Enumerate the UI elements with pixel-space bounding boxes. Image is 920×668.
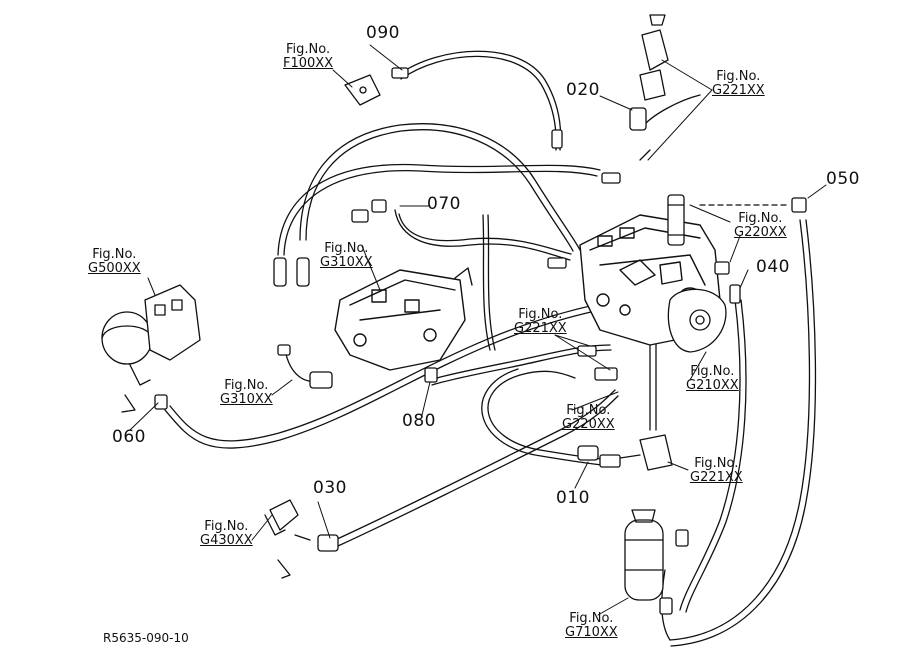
fig-ref-g310-upper: Fig.No. G310XX [320, 242, 373, 270]
fig-ref-prefix: Fig.No. [690, 364, 735, 379]
fig-ref-code: F100XX [283, 56, 334, 71]
hose-030 [334, 389, 619, 547]
fig-ref-f100: Fig.No. F100XX [283, 43, 333, 71]
fig-ref-code: G310XX [320, 255, 373, 270]
part-label-030: 030 [313, 478, 347, 498]
part-label-090: 090 [366, 23, 400, 43]
hose-060 [164, 303, 601, 449]
fig-ref-g310-lower: Fig.No. G310XX [220, 379, 273, 407]
fig-ref-code: G210XX [686, 378, 739, 393]
fig-ref-code: G221XX [712, 83, 765, 98]
fig-ref-prefix: Fig.No. [92, 247, 137, 262]
fig-ref-prefix: Fig.No. [518, 307, 563, 322]
accumulator-g500 [101, 284, 201, 413]
cylinder-g220 [667, 194, 685, 246]
bracket-f100 [344, 74, 381, 106]
valve-g310-body [334, 267, 473, 371]
part-label-020: 020 [566, 80, 600, 100]
fig-ref-code: G500XX [88, 261, 141, 276]
part-label-080: 080 [402, 411, 436, 431]
fig-ref-code: G220XX [562, 417, 615, 432]
hose-long-upper [299, 123, 581, 252]
fig-ref-code: G310XX [220, 392, 273, 407]
fig-ref-prefix: Fig.No. [566, 403, 611, 418]
fig-ref-prefix: Fig.No. [716, 69, 761, 84]
pump-g210 [667, 288, 727, 353]
part-label-040: 040 [756, 257, 790, 277]
fig-ref-code: G221XX [514, 321, 567, 336]
fitting-g221-low [619, 434, 673, 471]
hose-090 [397, 50, 562, 151]
fig-ref-code: G220XX [734, 225, 787, 240]
fig-ref-prefix: Fig.No. [694, 456, 739, 471]
fig-ref-code: G430XX [200, 533, 253, 548]
hose-050 [669, 204, 817, 647]
fig-ref-code: G221XX [690, 470, 743, 485]
fig-ref-prefix: Fig.No. [569, 611, 614, 626]
fig-ref-code: G710XX [565, 625, 618, 640]
fig-ref-g430: Fig.No. G430XX [200, 520, 253, 548]
fig-ref-g210: Fig.No. G210XX [686, 365, 739, 393]
fig-ref-g221-mid: Fig.No. G221XX [514, 308, 567, 336]
fig-ref-prefix: Fig.No. [285, 42, 331, 57]
fig-ref-g220-right: Fig.No. G220XX [734, 212, 787, 240]
hose-070 [394, 209, 572, 261]
hose-040 [679, 299, 747, 613]
leader-lines [129, 44, 827, 616]
elbow-g310-lower [284, 349, 333, 389]
filter-g710 [624, 509, 664, 601]
part-label-060: 060 [112, 427, 146, 447]
fig-ref-g220-mid: Fig.No. G220XX [562, 404, 615, 432]
hose-center-left [482, 214, 496, 351]
hose-020 [639, 94, 701, 161]
hose-g310-upper [277, 163, 601, 256]
part-label-070: 070 [427, 194, 461, 214]
valve-g430 [264, 499, 311, 579]
fig-ref-prefix: Fig.No. [324, 241, 369, 256]
part-label-010: 010 [556, 488, 590, 508]
fig-ref-prefix: Fig.No. [738, 211, 783, 226]
drawing-code: R5635-090-10 [103, 631, 189, 645]
hose-end-fittings [154, 67, 807, 615]
fig-ref-g221-low: Fig.No. G221XX [690, 457, 743, 485]
fitting-020 [639, 14, 669, 101]
fig-ref-prefix: Fig.No. [224, 378, 269, 393]
fig-ref-g710: Fig.No. G710XX [565, 612, 618, 640]
part-label-050: 050 [826, 169, 860, 189]
fig-ref-g221-top: Fig.No. G221XX [712, 70, 765, 98]
fig-ref-g500: Fig.No. G500XX [88, 248, 141, 276]
fig-ref-prefix: Fig.No. [204, 519, 249, 534]
